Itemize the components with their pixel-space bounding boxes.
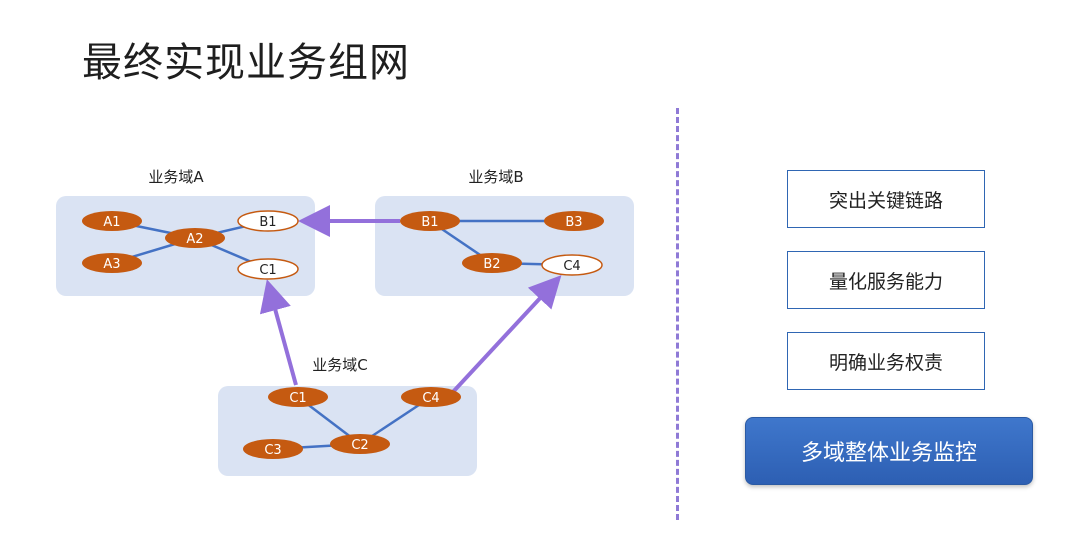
node-c1-label: C1 — [289, 391, 306, 406]
node-a-b1: B1 — [237, 210, 299, 232]
node-c2: C2 — [330, 434, 390, 454]
node-c2-label: C2 — [351, 438, 368, 453]
node-b1-label: B1 — [421, 215, 438, 230]
arrow-c4-to-c4 — [450, 275, 562, 395]
node-b3-label: B3 — [565, 215, 582, 230]
side-item-quantify-capability: 量化服务能力 — [787, 251, 985, 309]
domain-b-box — [375, 196, 634, 296]
node-c1: C1 — [268, 387, 328, 407]
node-c4-label: C4 — [422, 391, 439, 406]
node-b2-label: B2 — [483, 257, 500, 272]
node-b3: B3 — [544, 211, 604, 231]
node-a-c1: C1 — [237, 258, 299, 280]
node-a3-label: A3 — [103, 257, 120, 272]
domain-c-label: 业务域C — [312, 356, 367, 374]
node-c3: C3 — [243, 439, 303, 459]
node-a2-label: A2 — [186, 232, 203, 247]
node-a2: A2 — [165, 228, 225, 248]
node-b2: B2 — [462, 253, 522, 273]
domain-a-label: 业务域A — [148, 168, 204, 186]
node-b-c4-label: C4 — [563, 259, 580, 274]
node-a1-label: A1 — [103, 215, 120, 230]
arrow-c1-to-c1 — [259, 279, 298, 386]
inter-domain-arrows — [259, 205, 562, 395]
node-a-c1-label: C1 — [259, 263, 276, 278]
domain-b-label: 业务域B — [468, 168, 523, 186]
node-a-b1-label: B1 — [259, 215, 276, 230]
node-a1: A1 — [82, 211, 142, 231]
node-b-c4: C4 — [541, 254, 603, 276]
node-c3-label: C3 — [264, 443, 281, 458]
node-a3: A3 — [82, 253, 142, 273]
side-item-clarify-responsibility: 明确业务权责 — [787, 332, 985, 390]
node-b1: B1 — [400, 211, 460, 231]
node-c4: C4 — [401, 387, 461, 407]
multi-domain-monitoring-button[interactable]: 多域整体业务监控 — [745, 417, 1033, 485]
side-item-critical-links: 突出关键链路 — [787, 170, 985, 228]
dashed-divider — [676, 108, 679, 520]
page-title: 最终实现业务组网 — [82, 40, 410, 86]
